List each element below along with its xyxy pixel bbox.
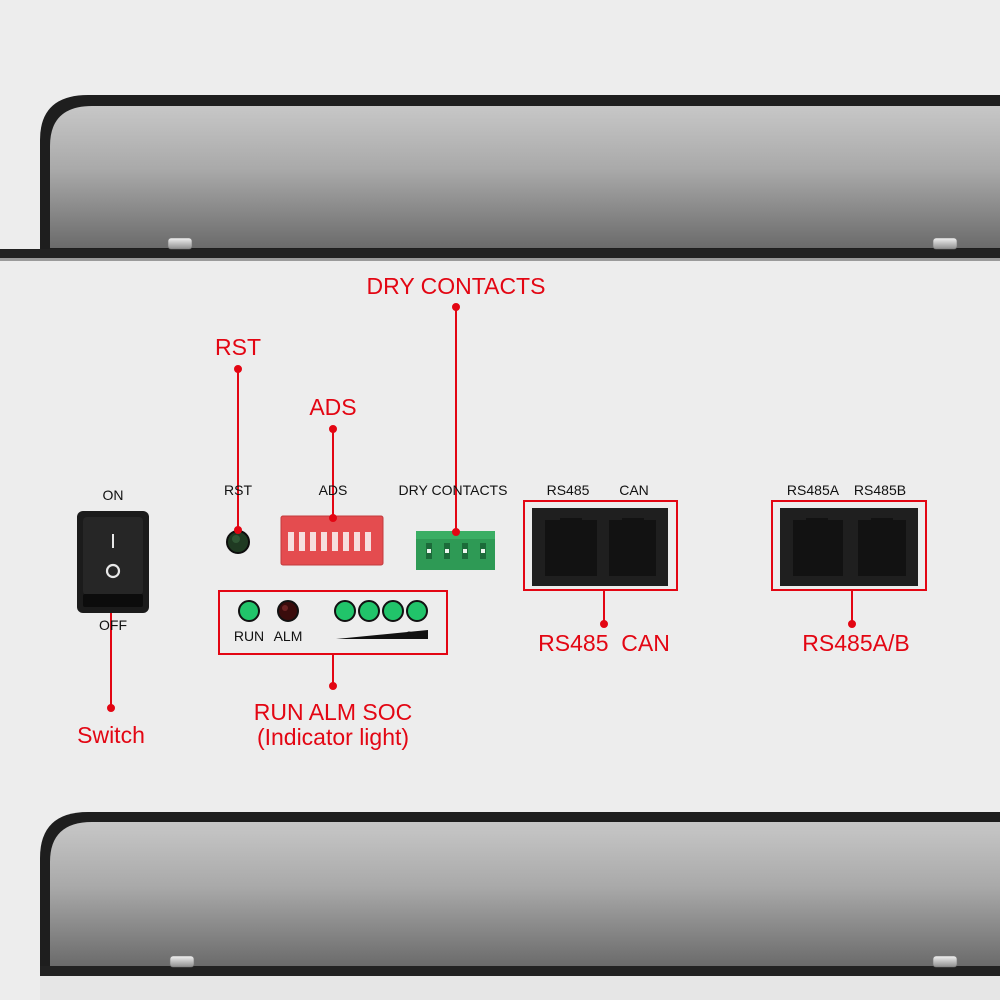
reset-button[interactable] bbox=[226, 530, 250, 554]
rs485-can-callout: RS485 CAN bbox=[538, 630, 670, 656]
rs485b-panel-label: RS485B bbox=[853, 482, 907, 498]
switch-off-label: OFF bbox=[99, 617, 127, 633]
soc-ramp-icon bbox=[336, 630, 428, 639]
rs485-can-highlight bbox=[523, 500, 678, 591]
soc-label: SOC bbox=[406, 630, 426, 640]
switch-callout: Switch bbox=[77, 722, 145, 748]
alm-led bbox=[277, 600, 299, 622]
screw bbox=[932, 955, 958, 968]
screw bbox=[167, 237, 193, 250]
run-led bbox=[238, 600, 260, 622]
screw bbox=[169, 955, 195, 968]
rs485ab-highlight bbox=[771, 500, 927, 591]
switch-leader bbox=[107, 613, 115, 712]
indicator-callout-title: RUN ALM SOC bbox=[253, 699, 413, 725]
rst-panel-label: RST bbox=[224, 482, 252, 498]
indicator-leader bbox=[329, 654, 337, 690]
top-handle bbox=[0, 95, 1000, 261]
switch-on-label: ON bbox=[102, 487, 124, 503]
rs485-can-leader bbox=[600, 590, 608, 628]
soc-led bbox=[382, 600, 404, 622]
rs485a-panel-label: RS485A bbox=[786, 482, 840, 498]
screw bbox=[932, 237, 958, 250]
dry-contacts-panel-label: DRY CONTACTS bbox=[398, 482, 508, 498]
soc-led bbox=[406, 600, 428, 622]
can-panel-label: CAN bbox=[619, 482, 649, 498]
ads-dip-switch[interactable] bbox=[280, 515, 384, 566]
can-port[interactable] bbox=[609, 518, 656, 576]
soc-led bbox=[358, 600, 380, 622]
dry-contacts-callout: DRY CONTACTS bbox=[366, 273, 546, 299]
bottom-handle bbox=[40, 812, 1000, 1000]
rst-leader bbox=[234, 365, 242, 534]
rst-callout: RST bbox=[215, 334, 261, 360]
rs485b-port[interactable] bbox=[858, 518, 906, 576]
rs485ab-callout: RS485A/B bbox=[802, 630, 910, 656]
ads-panel-label: ADS bbox=[318, 482, 348, 498]
ads-callout: ADS bbox=[309, 394, 357, 420]
alm-label: ALM bbox=[273, 628, 303, 644]
power-switch[interactable] bbox=[77, 511, 149, 613]
rs485ab-leader bbox=[848, 590, 856, 628]
indicator-callout-subtitle: (Indicator light) bbox=[256, 724, 410, 750]
rs485-panel-label: RS485 bbox=[546, 482, 590, 498]
run-label: RUN bbox=[233, 628, 265, 644]
dry-contacts-leader bbox=[452, 303, 460, 536]
ads-leader bbox=[329, 425, 337, 522]
soc-led bbox=[334, 600, 356, 622]
dry-contacts-terminal[interactable] bbox=[416, 531, 495, 570]
